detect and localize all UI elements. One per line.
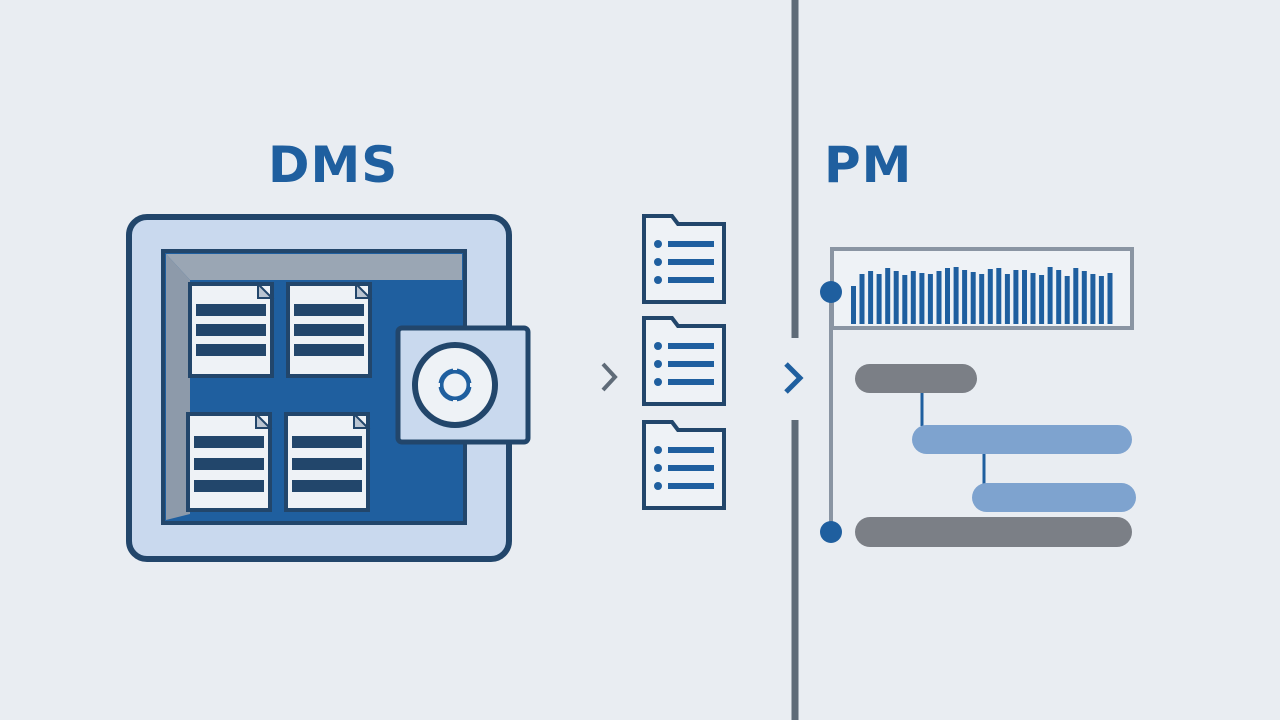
list-bullet <box>654 446 662 454</box>
chart-bar <box>1056 270 1062 324</box>
document-icon <box>188 281 275 378</box>
list-bullet <box>654 258 662 266</box>
list-bullet <box>654 360 662 368</box>
chart-bar <box>1047 267 1053 324</box>
chart-bar <box>936 271 942 324</box>
document-list-icon <box>642 316 726 406</box>
chart-bar <box>1064 276 1070 324</box>
chart-bar <box>970 272 976 324</box>
list-bullet <box>654 378 662 386</box>
chart-bar <box>1039 275 1045 324</box>
gantt-task-bar <box>855 517 1132 547</box>
chart-bar <box>927 274 933 324</box>
list-line <box>668 483 714 489</box>
chart-bar <box>851 286 856 324</box>
chart-bar <box>1090 274 1096 324</box>
timeline-node <box>820 281 842 303</box>
chart-bar <box>910 271 916 324</box>
chart-bar <box>868 271 874 324</box>
document-icon <box>186 411 273 512</box>
chart-bar <box>1098 276 1104 324</box>
list-line <box>668 379 714 385</box>
list-bullet <box>654 482 662 490</box>
gantt-chart-icon <box>820 247 1136 547</box>
lock-icon <box>395 325 531 445</box>
document-icon <box>286 281 373 378</box>
list-line <box>668 259 714 265</box>
chart-bar <box>979 274 985 324</box>
chart-bar <box>893 271 899 324</box>
timeline-node <box>820 521 842 543</box>
chart-bars <box>851 267 1113 324</box>
list-bullet <box>654 342 662 350</box>
document-list-icon <box>642 420 726 510</box>
dms-title: DMS <box>268 136 399 194</box>
chart-bar <box>987 269 993 324</box>
chart-bar <box>919 273 925 324</box>
chevron-right-icon <box>784 362 804 394</box>
list-line <box>668 343 714 349</box>
chart-bar <box>876 274 882 324</box>
chart-bar <box>1081 271 1087 324</box>
chart-bar <box>885 268 891 324</box>
gantt-task-bar <box>855 364 977 393</box>
chart-bar <box>1022 270 1027 324</box>
chevron-right-icon <box>601 362 618 392</box>
list-line <box>668 361 714 367</box>
list-line <box>668 447 714 453</box>
chart-bar <box>953 267 959 324</box>
chart-bar <box>1004 274 1010 324</box>
list-bullet <box>654 464 662 472</box>
pm-title: PM <box>824 136 913 194</box>
chart-bar <box>996 268 1002 324</box>
chart-bar <box>902 275 908 324</box>
chart-bar <box>1030 273 1036 324</box>
gantt-task-bar <box>912 425 1132 454</box>
list-line <box>668 465 714 471</box>
chart-bar <box>945 268 950 324</box>
list-bullet <box>654 276 662 284</box>
chart-bar <box>1107 273 1113 324</box>
list-line <box>668 241 714 247</box>
document-list-icon <box>642 214 726 304</box>
chart-bar <box>1073 268 1079 324</box>
list-bullet <box>654 240 662 248</box>
document-icon <box>284 411 371 512</box>
chart-bar <box>1013 270 1019 324</box>
gantt-task-bar <box>972 483 1136 512</box>
chart-bar <box>962 270 968 324</box>
list-line <box>668 277 714 283</box>
chart-bar <box>859 274 865 324</box>
